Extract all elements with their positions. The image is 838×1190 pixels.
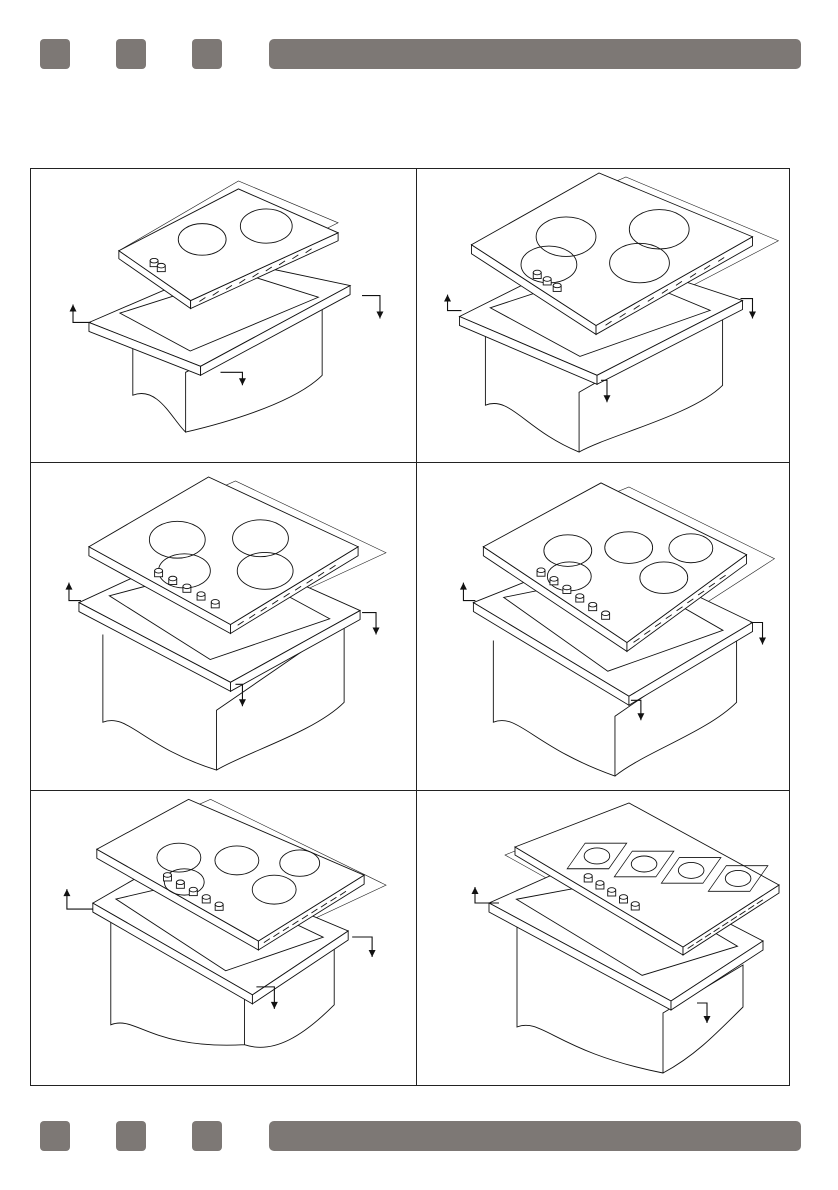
knob-1 [537, 568, 545, 573]
figure-1-drawing [31, 169, 416, 462]
figure-3-drawing [31, 463, 416, 790]
header-tab-1 [40, 39, 70, 69]
knob-1 [533, 270, 541, 275]
knob-4 [202, 895, 210, 900]
direction-arrow-2 [362, 296, 380, 319]
direction-arrow-1-head [65, 583, 72, 590]
knob-5 [589, 602, 597, 607]
knob-1 [150, 258, 158, 263]
knob-3 [553, 283, 561, 288]
knob-2 [176, 880, 184, 885]
knob-5 [631, 902, 639, 907]
direction-arrow-2 [352, 937, 372, 957]
figure-cell-1 [31, 169, 417, 463]
figure-cell-2 [417, 169, 789, 463]
figure-cell-5 [31, 791, 417, 1085]
direction-arrow-1-head [63, 889, 70, 896]
figure-2-drawing [417, 169, 789, 462]
knob-5 [211, 600, 219, 605]
direction-arrow-1 [67, 889, 93, 909]
footer-tab-1 [40, 1121, 70, 1151]
direction-arrow-2-head [373, 627, 380, 634]
knob-6 [602, 611, 610, 616]
figure-cell-3 [31, 463, 417, 791]
knob-4 [197, 592, 205, 597]
knob-3 [189, 887, 197, 892]
knob-4 [619, 895, 627, 900]
footer-tab-3 [192, 1121, 222, 1151]
header-strip [269, 39, 801, 69]
footer-strip [269, 1121, 801, 1151]
footer-bar [0, 1119, 838, 1159]
knob-1 [163, 873, 171, 878]
knob-3 [183, 584, 191, 589]
direction-arrow-1 [69, 583, 81, 601]
knob-1 [584, 874, 592, 879]
figure-cell-6 [417, 791, 789, 1085]
figure-cell-4 [417, 463, 789, 791]
knob-2 [596, 881, 604, 886]
installation-figure-grid [30, 168, 790, 1086]
direction-arrow-1-head [460, 583, 467, 590]
direction-arrow-1 [463, 583, 475, 601]
direction-arrow-2-head [376, 312, 383, 319]
knob-2 [550, 577, 558, 582]
knob-3 [608, 888, 616, 893]
direction-arrow-1 [73, 305, 91, 323]
direction-arrow-2-head [749, 312, 756, 319]
figure-4-drawing [417, 463, 789, 790]
direction-arrow-2-head [759, 637, 766, 644]
direction-arrow-1-head [70, 305, 77, 312]
direction-arrow-2 [362, 613, 376, 635]
direction-arrow-1-head [444, 295, 451, 302]
header-tab-2 [116, 39, 146, 69]
knob-3 [563, 585, 571, 590]
knob-2 [169, 576, 177, 581]
knob-2 [157, 263, 165, 268]
knob-5 [215, 902, 223, 907]
knob-1 [155, 568, 163, 573]
header-bar [0, 37, 838, 77]
direction-arrow-1-head [472, 887, 479, 894]
direction-arrow-1 [448, 295, 462, 311]
header-tab-3 [192, 39, 222, 69]
knob-2 [543, 277, 551, 282]
figure-6-drawing [417, 791, 789, 1085]
knob-4 [576, 594, 584, 599]
footer-tab-2 [116, 1121, 146, 1151]
figure-5-drawing [31, 791, 416, 1085]
direction-arrow-2-head [369, 950, 376, 957]
